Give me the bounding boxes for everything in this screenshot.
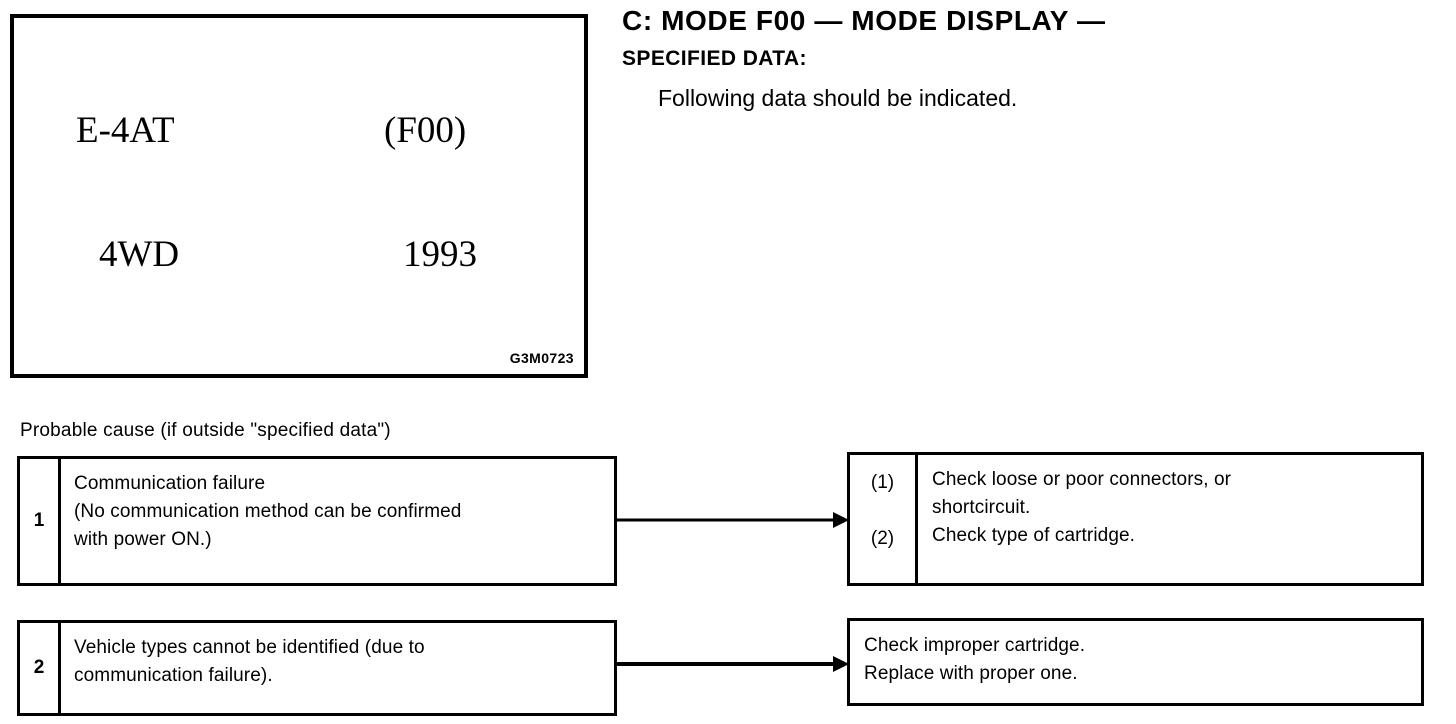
display-value-model-year: 1993	[403, 234, 477, 275]
action-line: shortcircuit.	[932, 497, 1031, 518]
action-text: Check loose or poor connectors, or short…	[918, 455, 1421, 583]
display-value-mode-code: (F00)	[384, 110, 467, 151]
flow-arrow-right-icon	[617, 512, 849, 528]
figure-reference-code: G3M0723	[509, 350, 574, 366]
cause-line: Vehicle types cannot be identified (due …	[74, 637, 425, 658]
probable-cause-row-2: 2 Vehicle types cannot be identified (du…	[0, 618, 1456, 718]
mode-display-illustration: E-4AT (F00) 4WD 1993 G3M0723	[10, 14, 588, 378]
probable-cause-row-1: 1 Communication failure (No communicatio…	[0, 452, 1456, 592]
cause-line: communication failure).	[74, 665, 273, 686]
specified-data-note: Following data should be indicated.	[658, 85, 1018, 111]
cause-box: 2 Vehicle types cannot be identified (du…	[17, 620, 617, 716]
action-step-numbers: (1) (2)	[850, 455, 918, 583]
action-step-number: (2)	[870, 528, 895, 549]
cause-index: 1	[20, 459, 61, 583]
cause-line: (No communication method can be confirme…	[74, 501, 462, 522]
action-line: Replace with proper one.	[864, 663, 1078, 684]
display-value-model: E-4AT	[76, 110, 175, 151]
action-line: Check improper cartridge.	[864, 635, 1086, 656]
cause-index: 2	[20, 623, 61, 713]
section-heading-block: C: MODE F00 — MODE DISPLAY — SPECIFIED D…	[622, 0, 1442, 112]
display-readout-grid: E-4AT (F00) 4WD 1993	[14, 18, 584, 374]
cause-line: Communication failure	[74, 473, 266, 494]
specified-data-label: SPECIFIED DATA:	[622, 47, 807, 70]
page-title: C: MODE F00 — MODE DISPLAY —	[622, 5, 1106, 36]
action-box: (1) (2) Check loose or poor connectors, …	[847, 452, 1424, 586]
probable-cause-caption: Probable cause (if outside "specified da…	[20, 420, 391, 441]
flow-arrow-right-icon	[617, 656, 849, 672]
action-line: Check type of cartridge.	[932, 525, 1136, 546]
display-value-drive-type: 4WD	[99, 234, 180, 275]
cause-box: 1 Communication failure (No communicatio…	[17, 456, 617, 586]
action-line: Check loose or poor connectors, or	[932, 469, 1232, 490]
cause-text: Vehicle types cannot be identified (due …	[61, 623, 614, 713]
cause-line: with power ON.)	[74, 529, 212, 550]
cause-text: Communication failure (No communication …	[61, 459, 614, 583]
action-box: Check improper cartridge. Replace with p…	[847, 618, 1424, 706]
action-step-number: (1)	[870, 472, 895, 493]
action-text: Check improper cartridge. Replace with p…	[850, 621, 1421, 703]
